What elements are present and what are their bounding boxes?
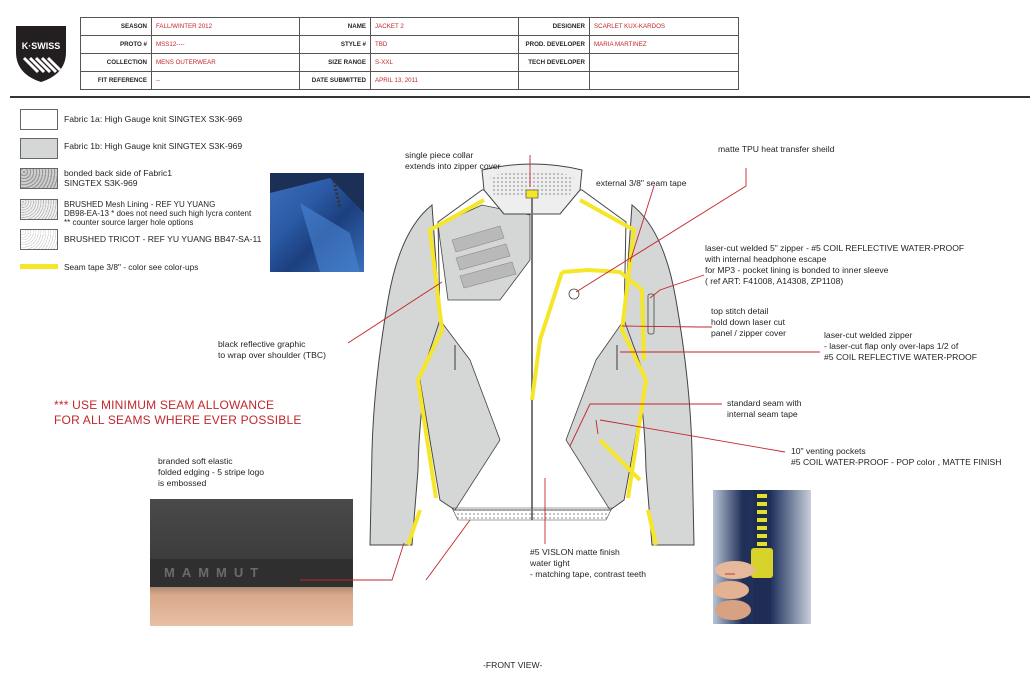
- legend-bonded: bonded back side of Fabric1 SINGTEX S3K-…: [64, 168, 172, 188]
- header-label: COLLECTION: [80, 53, 152, 72]
- swatch-fabric-1b: [20, 138, 58, 159]
- header-label: FIT REFERENCE: [80, 71, 152, 90]
- seam-allowance-note: *** USE MINIMUM SEAM ALLOWANCE FOR ALL S…: [54, 398, 302, 427]
- callout-laser-zipper: laser-cut welded 5" zipper - #5 COIL REF…: [705, 243, 965, 286]
- swatch-seam-tape: [20, 264, 58, 269]
- header-label: TECH DEVELOPER: [518, 53, 590, 72]
- callout-elastic: branded soft elastic folded edging - 5 s…: [158, 456, 265, 488]
- callout-seam-tape: external 3/8" seam tape: [596, 178, 687, 188]
- elastic-emboss: MAMMUT: [164, 565, 266, 580]
- header-label: STYLE #: [299, 35, 371, 54]
- legend-mesh: BRUSHED Mesh Lining - REF YU YUANG DB98-…: [64, 200, 252, 227]
- header-value: MARIA MARTINEZ: [589, 35, 739, 54]
- legend-fabric-1a: Fabric 1a: High Gauge knit SINGTEX S3K-9…: [64, 114, 243, 124]
- callout-venting: 10" venting pockets #5 COIL WATER-PROOF …: [791, 446, 1002, 467]
- header-value: MENS OUTERWEAR: [151, 53, 301, 72]
- header-value: SCARLET KUX-KARDOS: [589, 17, 739, 36]
- header-label: PROD. DEVELOPER: [518, 35, 590, 54]
- front-view-label: -FRONT VIEW-: [483, 660, 543, 670]
- swatch-mesh: [20, 199, 58, 220]
- header-label: [518, 71, 590, 90]
- swatch-bonded: [20, 168, 58, 189]
- header-value: JACKET 2: [370, 17, 520, 36]
- header-label: PROTO #: [80, 35, 152, 54]
- logo-text: K·SWISS: [22, 41, 61, 51]
- header-value: MSS12----: [151, 35, 301, 54]
- header-label: DATE SUBMITTED: [299, 71, 371, 90]
- callout-topstitch: top stitch detail hold down laser cut pa…: [711, 306, 786, 338]
- swatch-fabric-1a: [20, 109, 58, 130]
- header-label: DESIGNER: [518, 17, 590, 36]
- legend-fabric-1b: Fabric 1b: High Gauge knit SINGTEX S3K-9…: [64, 141, 243, 151]
- header-value: S-XXL: [370, 53, 520, 72]
- callout-collar: single piece collar extends into zipper …: [405, 150, 501, 171]
- callout-standard-seam: standard seam with internal seam tape: [727, 398, 802, 419]
- callout-tpu: matte TPU heat transfer sheild: [718, 144, 835, 154]
- swatch-tricot: [20, 229, 58, 250]
- header-value: FALL/WINTER 2012: [151, 17, 301, 36]
- header-value: [589, 71, 739, 90]
- legend-tricot: BRUSHED TRICOT - REF YU YUANG BB47-SA-11: [64, 234, 262, 244]
- callout-graphic: black reflective graphic to wrap over sh…: [218, 339, 326, 360]
- kswiss-logo: K·SWISS: [12, 22, 70, 84]
- elastic-photo: MAMMUT: [150, 499, 353, 626]
- header-value: APRIL 13, 2011: [370, 71, 520, 90]
- callout-welded-zipper: laser-cut welded zipper - laser-cut flap…: [824, 330, 977, 362]
- shoulder-photo: [270, 173, 364, 272]
- callout-vislon: #5 VISLON matte finish water tight - mat…: [530, 547, 647, 579]
- header-value: TBD: [370, 35, 520, 54]
- header-label: SIZE RANGE: [299, 53, 371, 72]
- header-value: [589, 53, 739, 72]
- zipper-photo: [713, 490, 811, 624]
- header-divider: [10, 96, 1030, 98]
- header-label: SEASON: [80, 17, 152, 36]
- header-value: --: [151, 71, 301, 90]
- legend-seam-tape: Seam tape 3/8" - color see color-ups: [64, 262, 199, 272]
- header-label: NAME: [299, 17, 371, 36]
